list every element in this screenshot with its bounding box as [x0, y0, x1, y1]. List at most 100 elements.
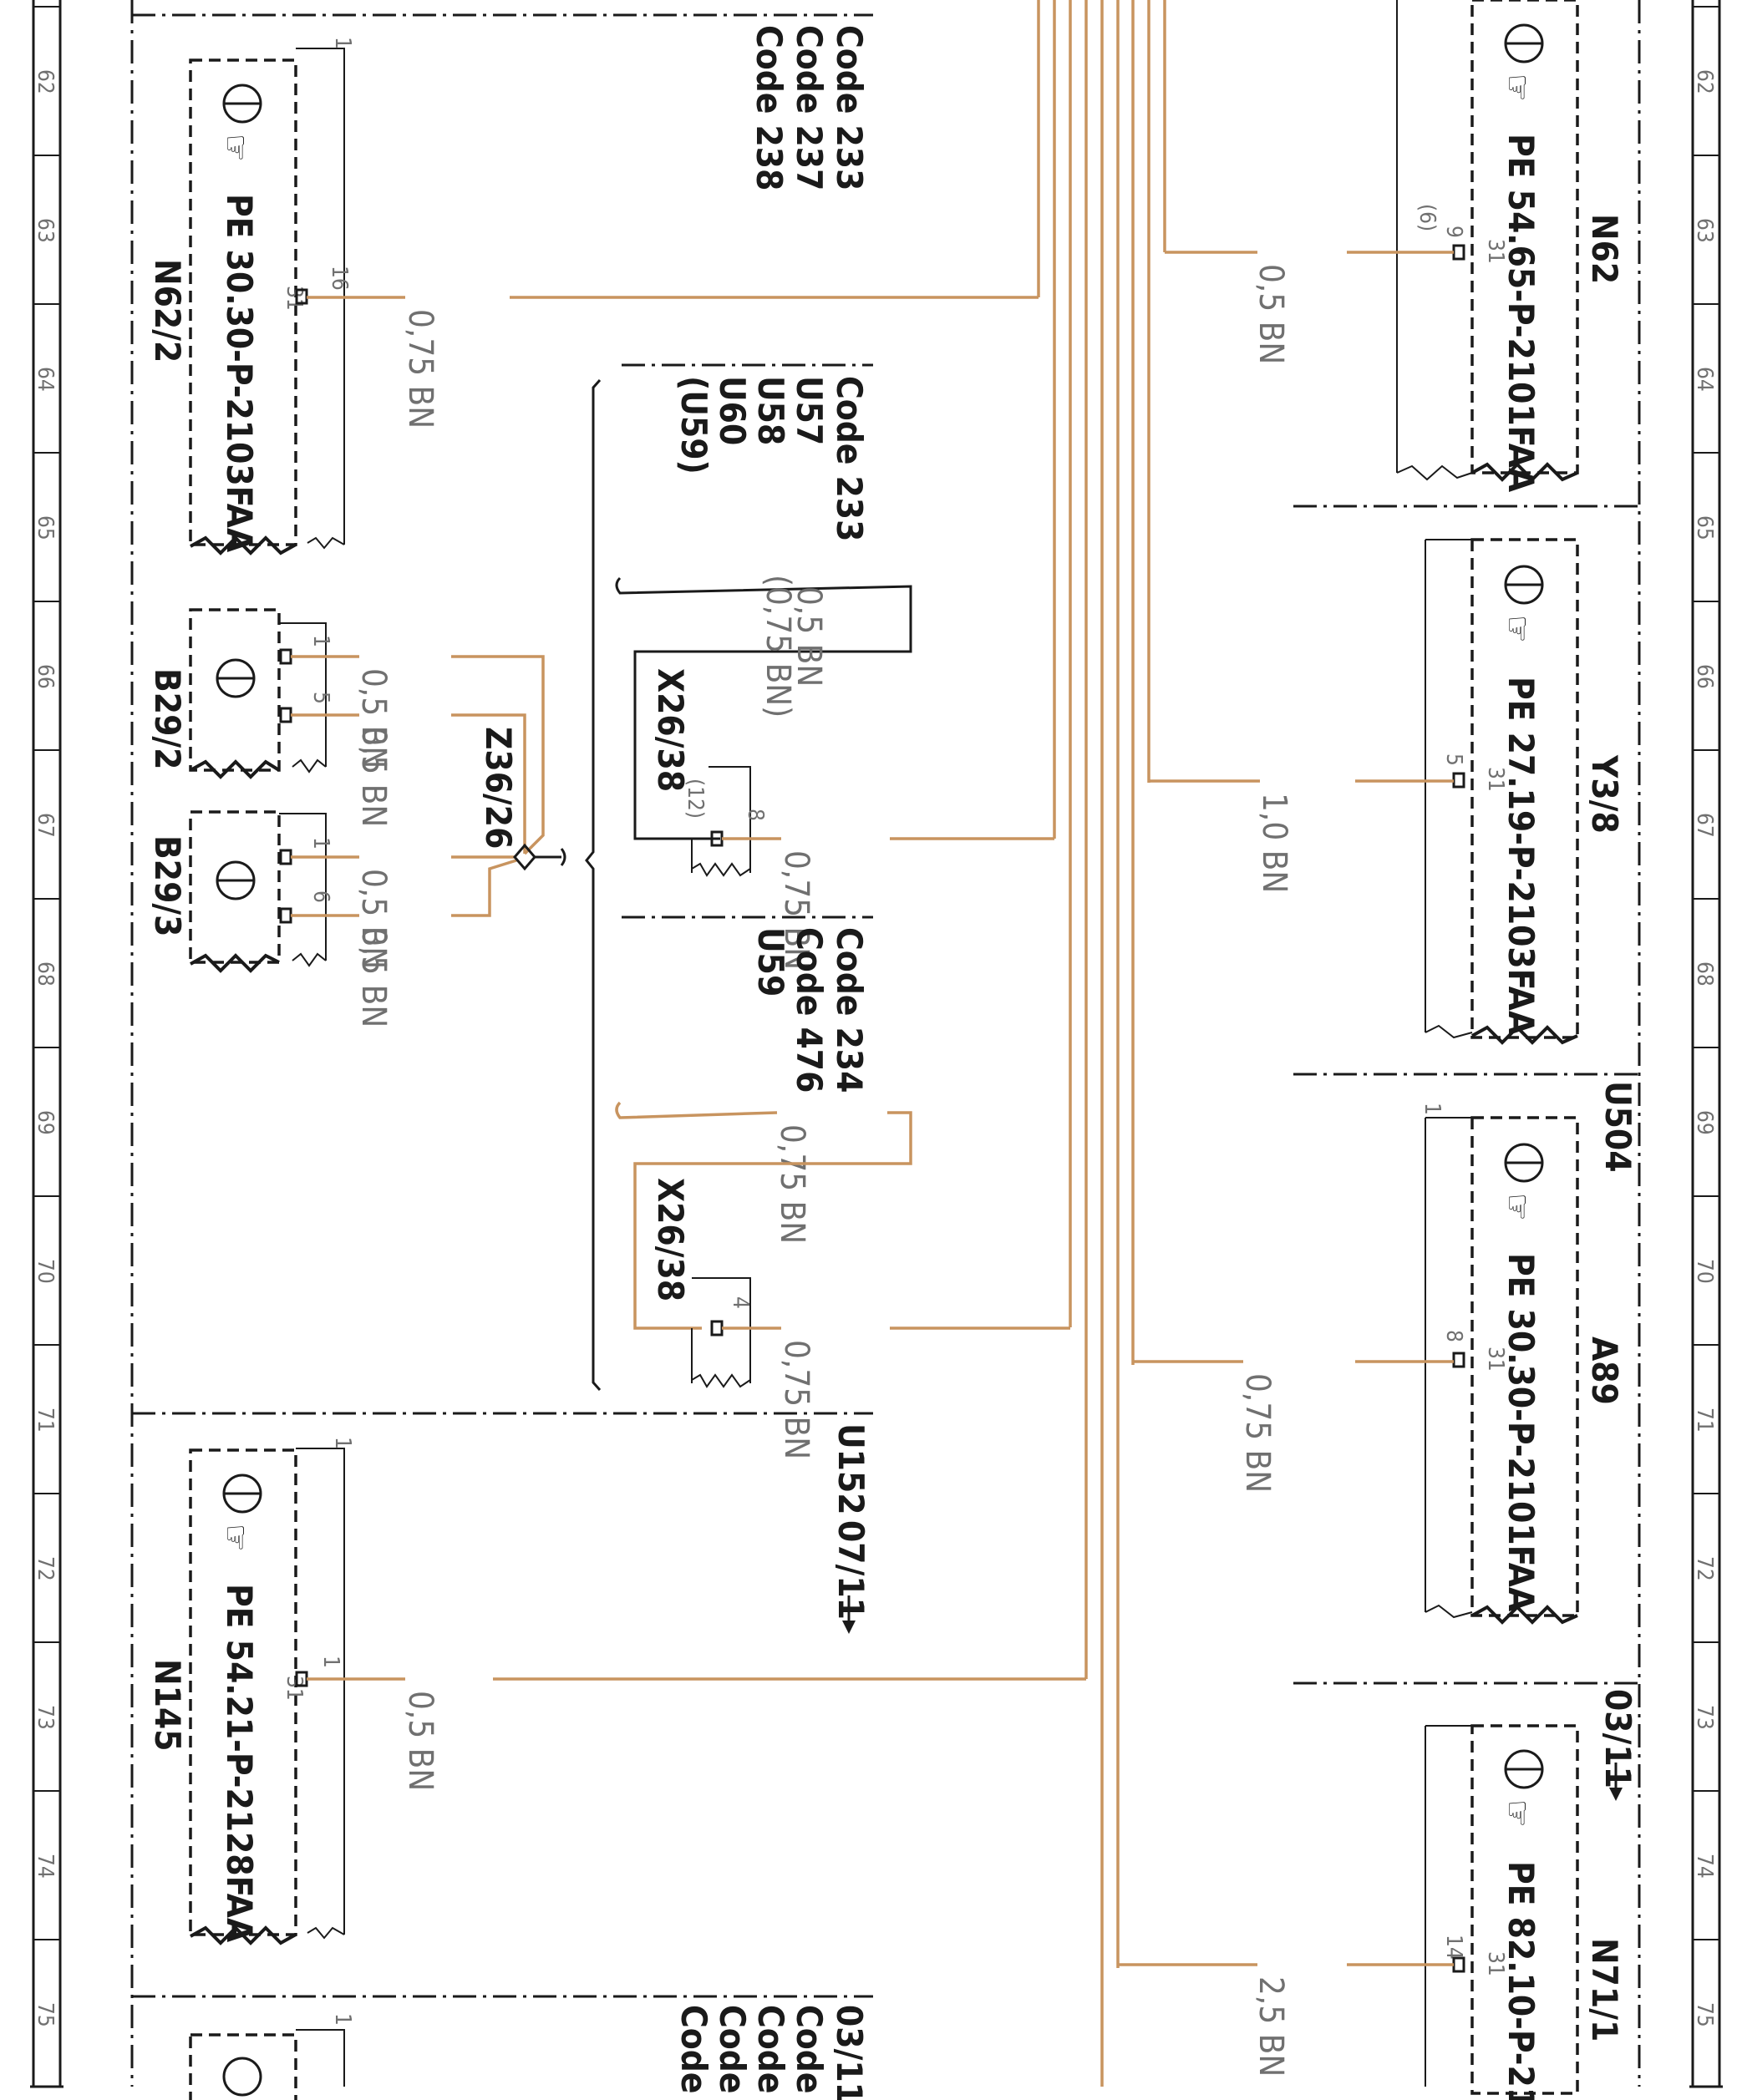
code-u59-alt: (U59): [673, 376, 714, 474]
a89-name: A89: [1584, 1337, 1625, 1405]
grid-row-label: 64: [1692, 367, 1717, 392]
hand-icon: ☞: [1497, 1799, 1538, 1828]
grid-row-label: 63: [1692, 218, 1717, 243]
n71-1-ref: PE 82.10-P-21: [1501, 1861, 1541, 2100]
pin-16: 16: [327, 266, 352, 291]
n62-ref: PE 54.65-P-2101FAA: [1501, 134, 1541, 493]
z36-26-name: Z36/26: [478, 727, 519, 849]
corner-pin: 1: [330, 37, 355, 49]
component-a89: 1 ☞ PE 30.30-P-2101FAA A89 8 31: [1420, 1103, 1625, 1625]
x26-38-b-connector: 0,75 BN X26/38 4: [615, 1101, 912, 1388]
option-brace: [585, 379, 602, 1391]
pin-8: 8: [743, 809, 768, 821]
code-237: Code 237: [789, 25, 830, 190]
wire-label-b29-3-6: 0,5 BN: [354, 927, 393, 1027]
bottom-date: 03/11: [829, 2005, 870, 2100]
wire-label-n145: 0,5 BN: [401, 1691, 439, 1791]
code-u57: U57: [789, 376, 830, 445]
grid-row-label: 65: [1692, 515, 1717, 540]
wire-label-alt-a2: (0,75 BN): [759, 575, 797, 718]
pin-6: 6: [308, 890, 333, 903]
grid-row-label: 65: [33, 515, 58, 540]
pin-31-n145: 31: [282, 1676, 307, 1701]
bottom-code-0: Code: [789, 2005, 830, 2093]
code-u504: U504: [1597, 1081, 1638, 1173]
n62-2-ref: PE 30.30-P-2103FAA: [219, 194, 260, 553]
pin-14: 14: [1441, 1935, 1466, 1960]
grid-row-label: 74: [1692, 1854, 1717, 1879]
pin-9: 9: [1441, 226, 1466, 238]
n71-1-name: N71/1: [1584, 1938, 1625, 2042]
arrow-down-icon: [1609, 1788, 1623, 1801]
grid-row-label: 67: [1692, 813, 1717, 838]
code-u59: U59: [750, 927, 791, 997]
ground-bus: [1037, 0, 1166, 2087]
pin-31-y3-8: 31: [1483, 767, 1508, 792]
code-238: Code 238: [749, 25, 790, 190]
grid-row-label: 68: [33, 961, 58, 987]
x26-38-a-name: X26/38: [650, 668, 691, 792]
code-u58: U58: [750, 376, 791, 445]
wire-label-alt-a: 0,5 BN: [790, 586, 828, 687]
pin-8-a89: 8: [1441, 1330, 1466, 1342]
grid-row-label: 66: [33, 664, 58, 689]
hand-icon: ☞: [1497, 74, 1538, 102]
corner-pin-a89: 1: [1420, 1103, 1445, 1115]
left-code-frame: [130, 0, 873, 2087]
component-y3-8: ☞ PE 27.19-P-2103FAA Y3/8 5 31: [1425, 538, 1625, 1045]
n145-ref: PE 54.21-P-2128FAA: [219, 1584, 260, 1943]
grid-row-label: 73: [1692, 1705, 1717, 1730]
grid-row-label: 70: [33, 1259, 58, 1284]
code-233: Code 233: [829, 25, 870, 190]
u152-label: U152 07/11: [830, 1423, 871, 1634]
pin-4: 4: [728, 1296, 753, 1309]
grid-row-label: 71: [1692, 1408, 1717, 1433]
pin-31-a89: 31: [1483, 1347, 1508, 1372]
wire-label-x26-b: 0,75 BN: [777, 1340, 815, 1459]
b29-2-name: B29/2: [147, 668, 188, 769]
grid-row-label: 63: [33, 218, 58, 243]
code-233-b: Code 233: [829, 376, 870, 541]
pin-1-b: 1: [308, 837, 333, 850]
date-0311: 03/11: [1597, 1689, 1638, 1788]
b29-3-name: B29/3: [147, 835, 188, 936]
code-group-1: Code 233 Code 237 Code 238: [749, 25, 870, 190]
n145-name: N145: [147, 1659, 188, 1752]
grid-row-label: 72: [33, 1556, 58, 1581]
pin-5: 5: [308, 692, 333, 704]
grid-row-label: 72: [1692, 1556, 1717, 1581]
component-n71-1: ☞ PE 82.10-P-21 N71/1 14 31: [1425, 1724, 1625, 2100]
wire-label-n62: 0,5 BN: [1252, 264, 1290, 364]
bottom-code-3: Code: [673, 2005, 714, 2093]
hand-icon: ☞: [216, 1524, 256, 1552]
bottom-corner-pin: 1: [330, 2013, 355, 2026]
corner-pin-n145: 1: [330, 1437, 355, 1449]
x26-38-b-name: X26/38: [650, 1178, 691, 1301]
wire-label-b29-2-5: 0,5 BN: [354, 727, 393, 827]
grid-row-label: 68: [1692, 961, 1717, 987]
grid-row-label: 74: [33, 1854, 58, 1879]
grid-row-label: 73: [33, 1705, 58, 1730]
hand-icon: ☞: [1497, 1193, 1538, 1221]
bottom-code-group: 03/11 Code Code Code Code 1: [189, 2005, 870, 2100]
wire-label-n62-2: 0,75 BN: [401, 309, 439, 429]
grid-row-label: 62: [1692, 69, 1717, 94]
pin-6-alt: (6): [1414, 204, 1440, 231]
grid-row-label: 67: [33, 813, 58, 838]
wire-label-y3-8: 1,0 BN: [1255, 793, 1293, 893]
grid-row-label: 66: [1692, 664, 1717, 689]
hand-icon: ☞: [1497, 615, 1538, 643]
code-group-3: Code 234 Code 476 U59: [750, 927, 870, 1093]
pin-1-n145: 1: [318, 1656, 343, 1668]
grid-row-label: 75: [33, 2002, 58, 2027]
component-n145: 1 ☞ PE 54.21-P-2128FAA N145 1 31: [147, 1437, 355, 1945]
wire-label-n71-1: 2,5 BN: [1252, 1976, 1290, 2077]
arrow-down-icon: [842, 1621, 856, 1634]
grid-ticks: [33, 6, 1719, 1940]
wire-label-alt-b: 0,75 BN: [773, 1124, 811, 1244]
grid-frame-right: [1689, 0, 1723, 2088]
pin-5-y3-8: 5: [1441, 753, 1466, 766]
n62-name: N62: [1584, 214, 1625, 284]
pin-31-n71-1: 31: [1483, 1951, 1508, 1976]
